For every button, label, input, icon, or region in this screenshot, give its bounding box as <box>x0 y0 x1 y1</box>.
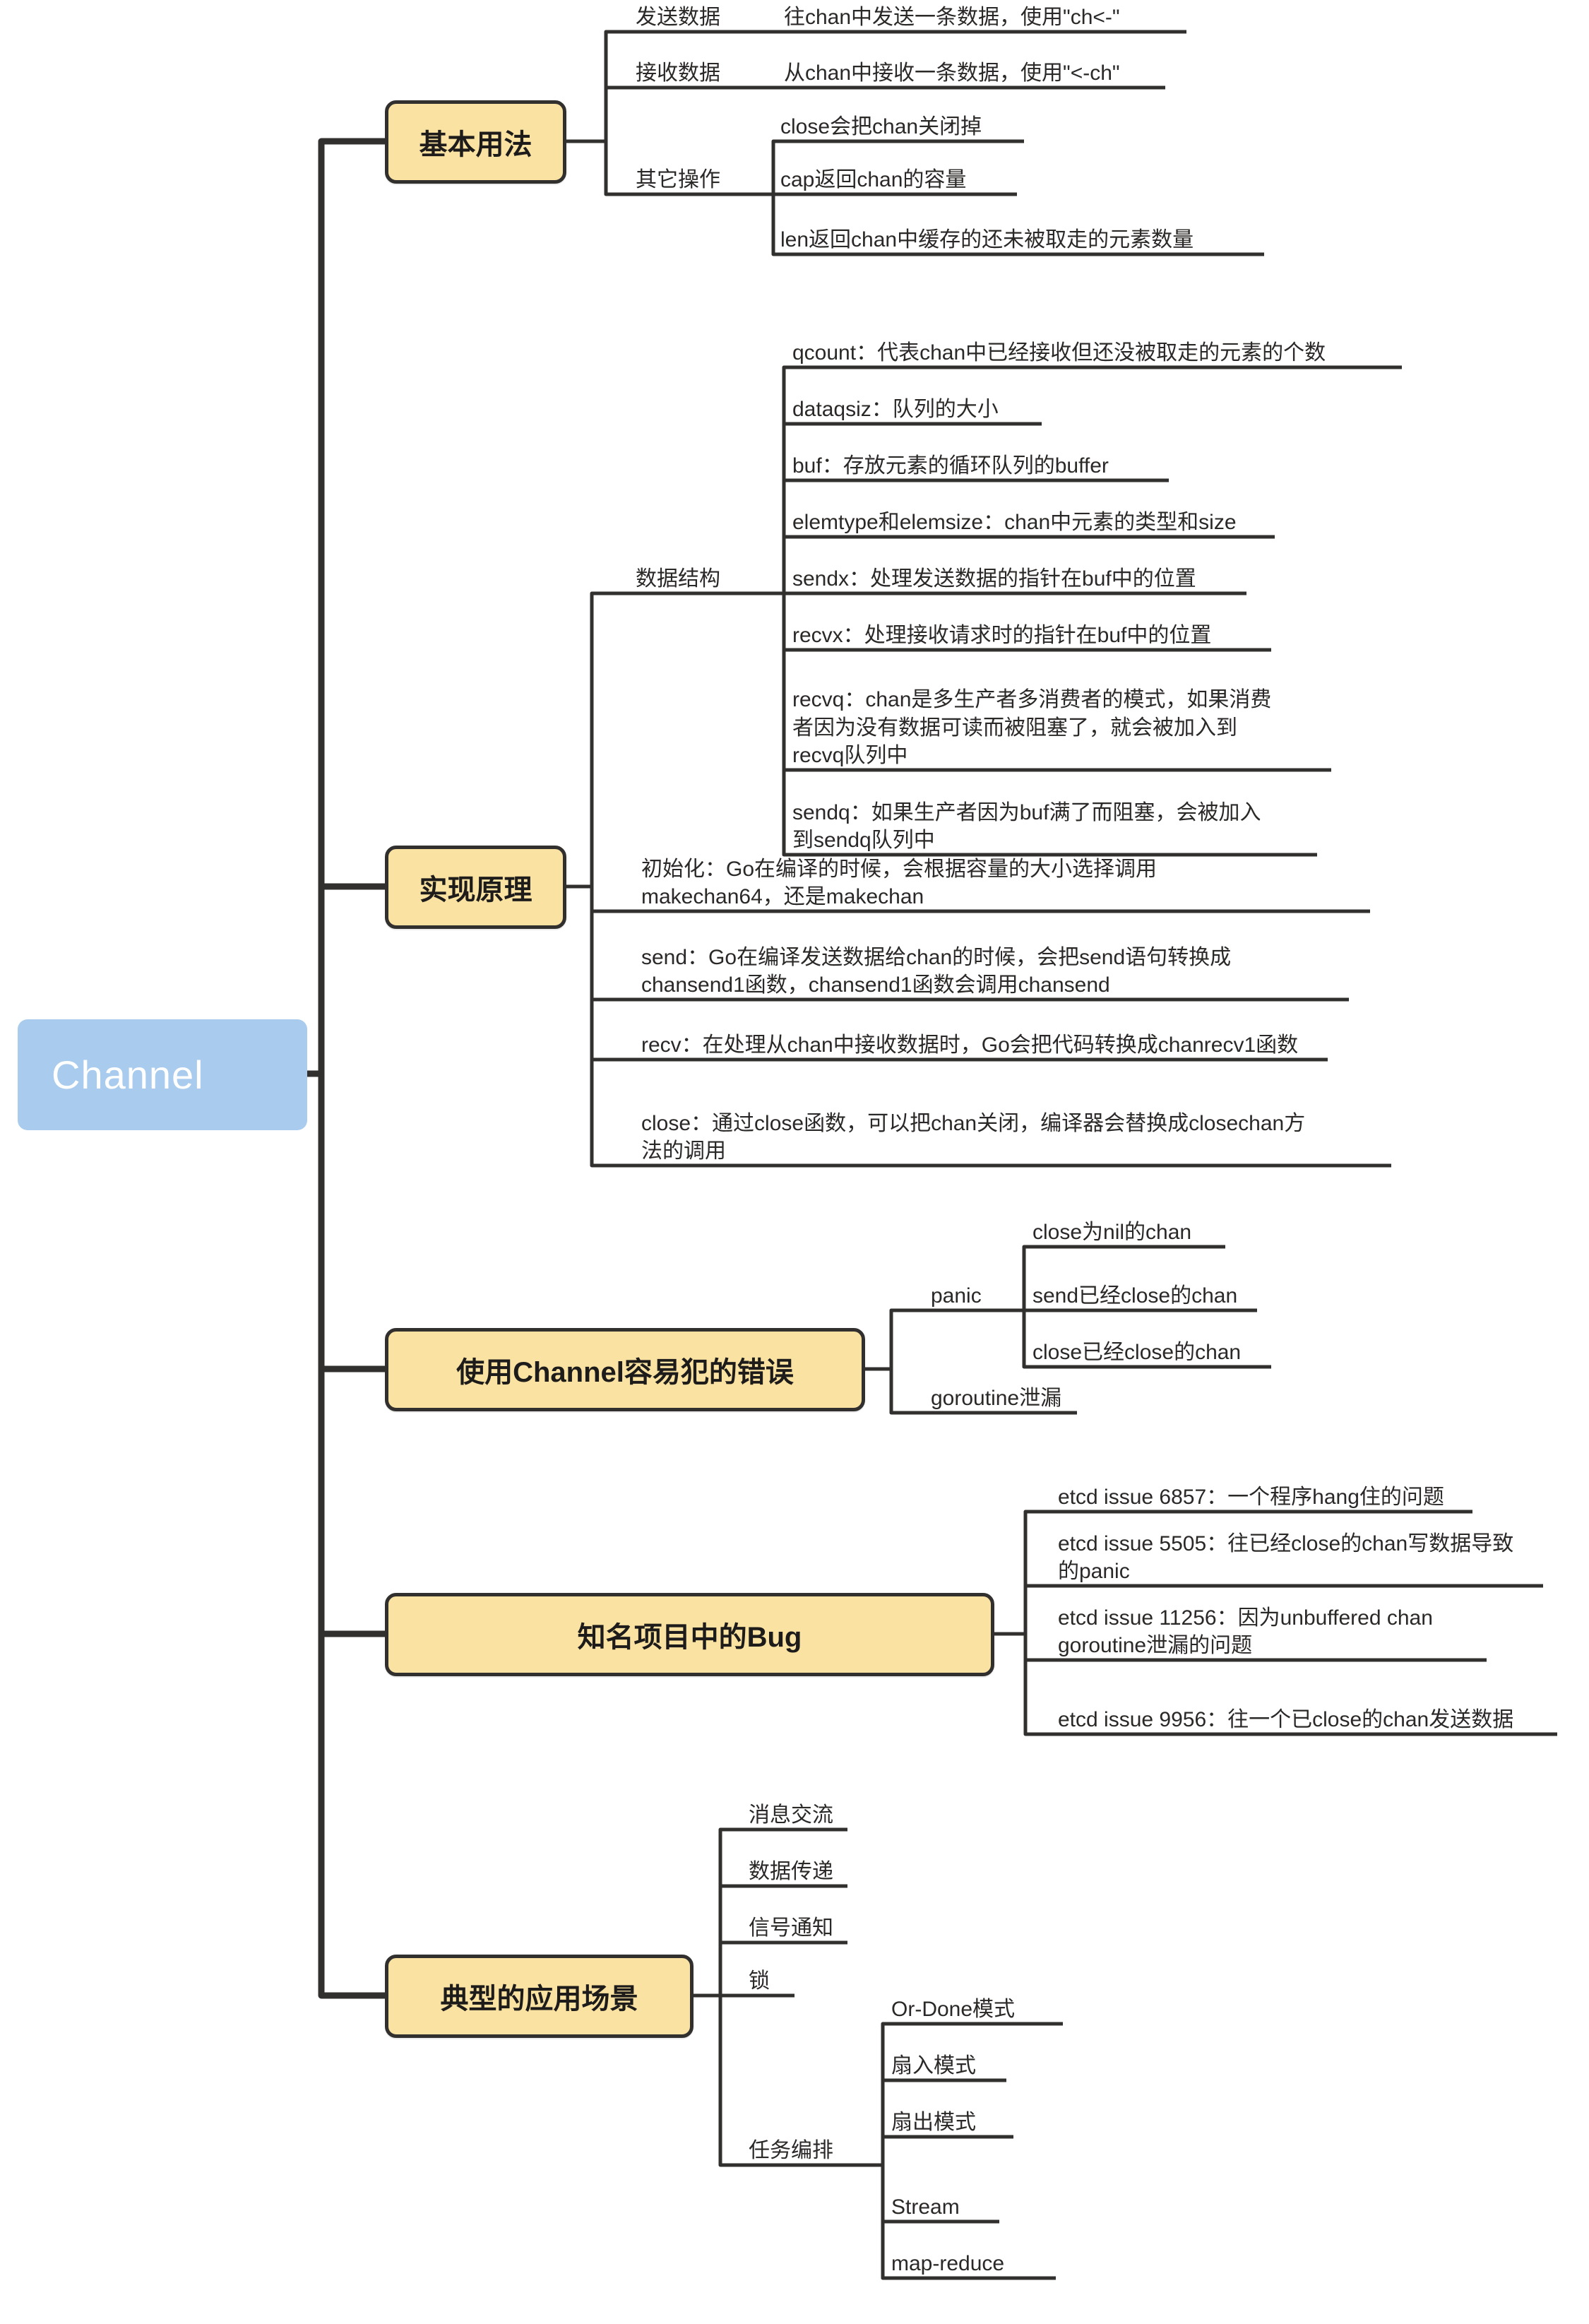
node-etcd-5505-label: etcd issue 5505：往已经close的chan写数据导致 的pani… <box>1058 1531 1514 1584</box>
node-data-transfer-label: 数据传递 <box>749 1860 833 1884</box>
node-signal-notify[interactable]: 信号通知 <box>749 1911 890 1943</box>
node-other-ops-len[interactable]: len返回chan中缓存的还未被取走的元素数量 <box>780 223 1317 254</box>
node-map-reduce-label: map-reduce <box>891 2252 1005 2276</box>
node-other-ops-close-label: close会把chan关闭掉 <box>780 115 982 139</box>
node-send[interactable]: send：Go在编译发送数据给chan的时候，会把send语句转换成 chans… <box>641 939 1319 1000</box>
node-send-closed-chan[interactable]: send已经close的chan <box>1032 1279 1386 1310</box>
node-etcd-11256-label: etcd issue 11256：因为unbuffered chan gorou… <box>1058 1606 1433 1658</box>
node-fan-in[interactable]: 扇入模式 <box>891 2049 1103 2080</box>
node-other-ops-close[interactable]: close会把chan关闭掉 <box>780 109 1063 141</box>
node-elemtype[interactable]: elemtype和elemsize：chan中元素的类型和size <box>792 505 1428 537</box>
node-fan-out-label: 扇出模式 <box>891 2111 976 2135</box>
node-receive-data-detail[interactable]: 从chan中接收一条数据，使用"<-ch" <box>784 56 1208 88</box>
node-recv[interactable]: recv：在处理从chan中接收数据时，Go会把代码转换成chanrecv1函数 <box>641 1028 1340 1060</box>
node-close-nil-chan-label: close为nil的chan <box>1032 1221 1192 1245</box>
node-init-label: 初始化：Go在编译的时候，会根据容量的大小选择调用 makechan64，还是m… <box>641 857 1157 909</box>
node-task-orchestration-label: 任务编排 <box>749 2139 833 2163</box>
topic-basic-usage-label: 基本用法 <box>419 129 532 160</box>
node-close[interactable]: close：通过close函数，可以把chan关闭，编译器会替换成closech… <box>641 1105 1383 1166</box>
node-lock[interactable]: 锁 <box>749 1964 890 1996</box>
node-close-closed-chan[interactable]: close已经close的chan <box>1032 1335 1386 1367</box>
node-other-ops-cap[interactable]: cap返回chan的容量 <box>780 162 1063 194</box>
node-recvx[interactable]: recvx：处理接收请求时的指针在buf中的位置 <box>792 618 1428 650</box>
node-panic[interactable]: panic <box>931 1279 1016 1310</box>
node-panic-label: panic <box>931 1284 982 1308</box>
node-other-ops-label: 其它操作 <box>636 168 720 192</box>
node-map-reduce[interactable]: map-reduce <box>891 2246 1103 2278</box>
node-etcd-6857-label: etcd issue 6857：一个程序hang住的问题 <box>1058 1486 1444 1510</box>
node-message-exchange[interactable]: 消息交流 <box>749 1798 890 1830</box>
node-send-data-detail-label: 往chan中发送一条数据，使用"ch<-" <box>784 6 1120 30</box>
topic-typical-scenarios[interactable]: 典型的应用场景 <box>385 1955 694 2038</box>
node-task-orchestration[interactable]: 任务编排 <box>749 2133 890 2165</box>
node-other-ops-len-label: len返回chan中缓存的还未被取走的元素数量 <box>780 228 1194 252</box>
node-send-data[interactable]: 发送数据 <box>636 0 749 32</box>
node-or-done-label: Or-Done模式 <box>891 1998 1016 2022</box>
node-goroutine-leak[interactable]: goroutine泄漏 <box>931 1381 1143 1413</box>
node-dataqsiz-label: dataqsiz：队列的大小 <box>792 398 999 422</box>
node-signal-notify-label: 信号通知 <box>749 1916 833 1940</box>
root-node[interactable]: Channel <box>18 1019 307 1130</box>
node-sendq[interactable]: sendq：如果生产者因为buf满了而阻塞，会被加入 到sendq队列中 <box>792 795 1350 855</box>
node-receive-data[interactable]: 接收数据 <box>636 56 749 88</box>
topic-common-mistakes-label: 使用Channel容易犯的错误 <box>456 1357 794 1388</box>
node-data-transfer[interactable]: 数据传递 <box>749 1854 890 1886</box>
node-send-data-label: 发送数据 <box>636 6 720 30</box>
node-qcount-label: qcount：代表chan中已经接收但还没被取走的元素的个数 <box>792 341 1326 365</box>
node-other-ops-cap-label: cap返回chan的容量 <box>780 168 967 192</box>
node-fan-in-label: 扇入模式 <box>891 2054 976 2078</box>
topic-typical-scenarios-label: 典型的应用场景 <box>440 1984 638 2015</box>
topic-common-mistakes[interactable]: 使用Channel容易犯的错误 <box>385 1328 865 1411</box>
node-lock-label: 锁 <box>749 1969 770 1993</box>
topic-implementation[interactable]: 实现原理 <box>385 846 566 929</box>
node-sendx[interactable]: sendx：处理发送数据的指针在buf中的位置 <box>792 562 1428 593</box>
node-etcd-5505[interactable]: etcd issue 5505：往已经close的chan写数据导致 的pani… <box>1058 1526 1566 1586</box>
node-elemtype-label: elemtype和elemsize：chan中元素的类型和size <box>792 511 1237 535</box>
node-etcd-11256[interactable]: etcd issue 11256：因为unbuffered chan gorou… <box>1058 1600 1566 1660</box>
node-sendx-label: sendx：处理发送数据的指针在buf中的位置 <box>792 567 1196 591</box>
topic-implementation-label: 实现原理 <box>419 875 532 906</box>
node-receive-data-label: 接收数据 <box>636 61 720 85</box>
node-recvq-label: recvq：chan是多生产者多消费者的模式，如果消费 者因为没有数据可读而被阻… <box>792 688 1272 768</box>
node-send-data-detail[interactable]: 往chan中发送一条数据，使用"ch<-" <box>784 0 1208 32</box>
node-recvq[interactable]: recvq：chan是多生产者多消费者的模式，如果消费 者因为没有数据可读而被阻… <box>792 678 1350 770</box>
node-close-closed-chan-label: close已经close的chan <box>1032 1341 1242 1365</box>
node-etcd-6857[interactable]: etcd issue 6857：一个程序hang住的问题 <box>1058 1480 1589 1512</box>
node-qcount[interactable]: qcount：代表chan中已经接收但还没被取走的元素的个数 <box>792 336 1428 367</box>
node-message-exchange-label: 消息交流 <box>749 1803 833 1827</box>
node-init[interactable]: 初始化：Go在编译的时候，会根据容量的大小选择调用 makechan64，还是m… <box>641 851 1298 911</box>
node-etcd-9956-label: etcd issue 9956：往一个已close的chan发送数据 <box>1058 1708 1514 1732</box>
node-dataqsiz[interactable]: dataqsiz：队列的大小 <box>792 392 1428 424</box>
node-send-closed-chan-label: send已经close的chan <box>1032 1284 1238 1308</box>
node-sendq-label: sendq：如果生产者因为buf满了而阻塞，会被加入 到sendq队列中 <box>792 800 1261 853</box>
node-recvx-label: recvx：处理接收请求时的指针在buf中的位置 <box>792 624 1212 648</box>
node-stream-label: Stream <box>891 2195 960 2219</box>
node-fan-out[interactable]: 扇出模式 <box>891 2105 1103 2137</box>
root-label: Channel <box>52 1053 204 1097</box>
topic-basic-usage[interactable]: 基本用法 <box>385 100 566 184</box>
node-send-label: send：Go在编译发送数据给chan的时候，会把send语句转换成 chans… <box>641 945 1232 997</box>
node-data-structure-label: 数据结构 <box>636 567 720 591</box>
node-buf[interactable]: buf：存放元素的循环队列的buffer <box>792 449 1428 480</box>
node-data-structure[interactable]: 数据结构 <box>636 562 763 593</box>
node-other-ops[interactable]: 其它操作 <box>636 162 749 194</box>
node-or-done[interactable]: Or-Done模式 <box>891 1992 1103 2024</box>
node-close-nil-chan[interactable]: close为nil的chan <box>1032 1215 1386 1247</box>
topic-famous-bugs-label: 知名项目中的Bug <box>577 1622 802 1653</box>
node-buf-label: buf：存放元素的循环队列的buffer <box>792 454 1109 478</box>
topic-famous-bugs[interactable]: 知名项目中的Bug <box>385 1593 994 1676</box>
node-etcd-9956[interactable]: etcd issue 9956：往一个已close的chan发送数据 <box>1058 1702 1589 1734</box>
node-receive-data-detail-label: 从chan中接收一条数据，使用"<-ch" <box>784 61 1120 85</box>
node-close-label: close：通过close函数，可以把chan关闭，编译器会替换成closech… <box>641 1111 1306 1163</box>
node-goroutine-leak-label: goroutine泄漏 <box>931 1387 1062 1411</box>
node-stream[interactable]: Stream <box>891 2190 1103 2222</box>
node-recv-label: recv：在处理从chan中接收数据时，Go会把代码转换成chanrecv1函数 <box>641 1033 1299 1057</box>
